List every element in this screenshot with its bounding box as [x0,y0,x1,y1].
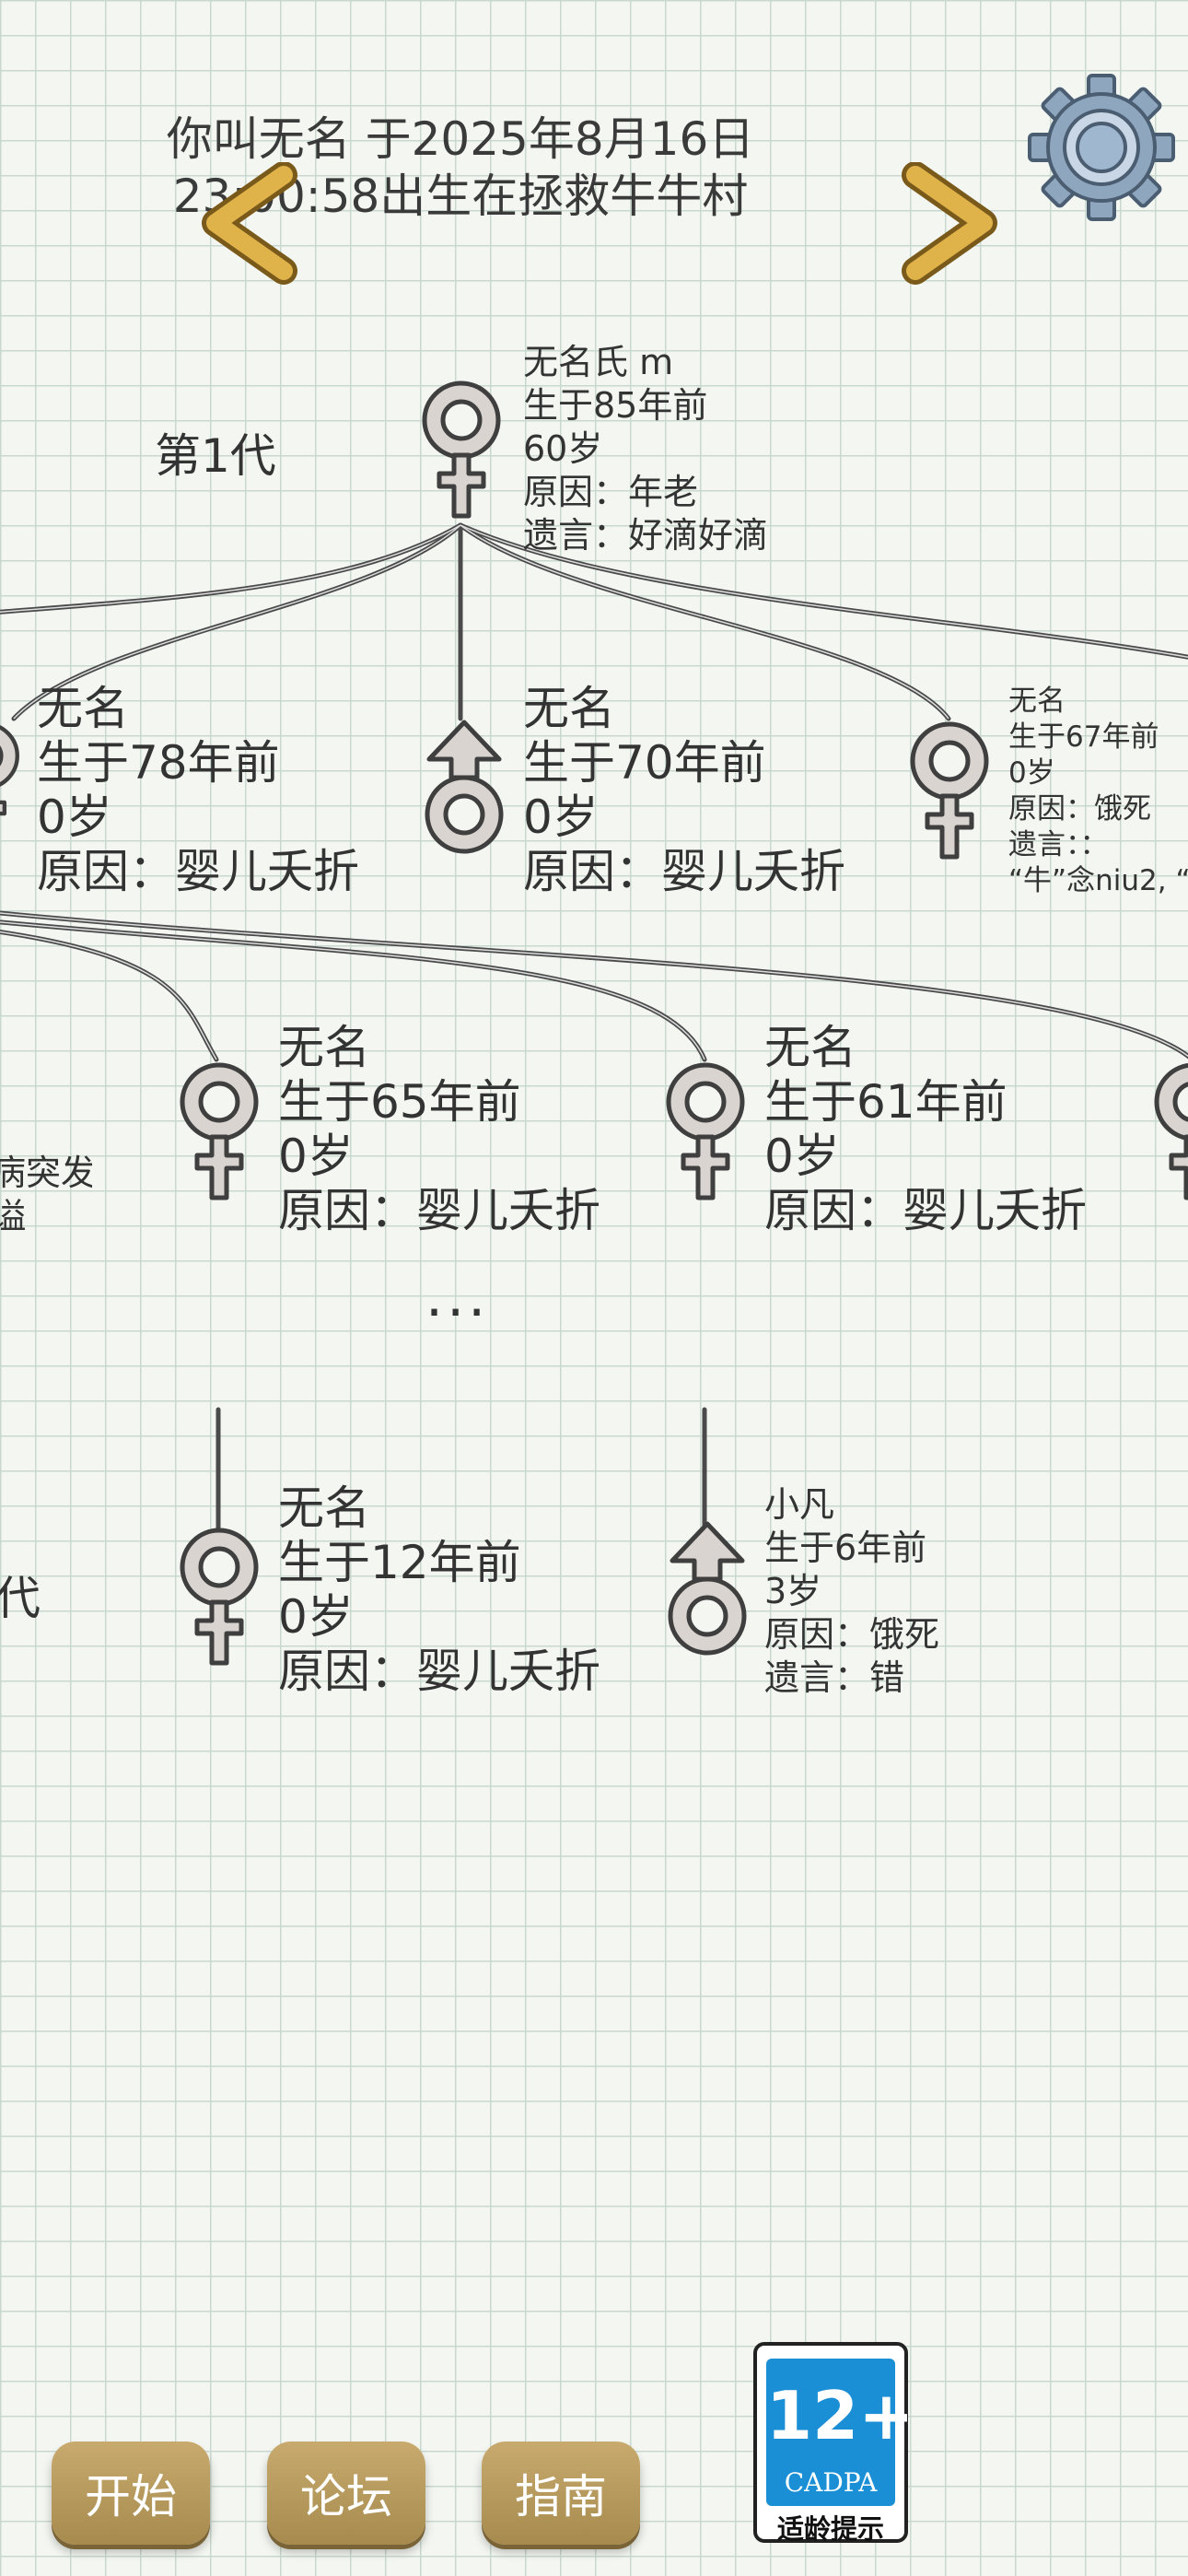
female-symbol-icon[interactable] [1151,1060,1188,1207]
person-name: 无名 [278,1021,370,1074]
person-card: 无名 生于65年前 0岁 原因：婴儿夭折 [278,1021,600,1238]
person-reason: 原因：饿死 [764,1614,940,1655]
guide-button[interactable]: 指南 [482,2441,640,2545]
ellipsis: ··· [425,1281,490,1345]
person-card: 无名 生于67年前 0岁 原因：饿死 遗言：： “牛”念niu2, “ [1008,684,1188,899]
chevron-left-icon[interactable] [192,162,298,286]
person-name: 无名 [764,1021,856,1074]
age-rating-panel: 12+ CADPA [766,2359,914,2506]
person-last-words: 遗言：好滴好滴 [523,515,769,556]
person-name: 无名 [523,682,615,735]
male-symbol-icon[interactable] [665,1520,750,1658]
female-symbol-icon[interactable] [177,1060,262,1207]
person-card: 无名 生于70年前 0岁 原因：婴儿夭折 [523,682,845,899]
person-age: 0岁 [1008,756,1055,790]
ancestor-info: 无名氏 m 生于85年前 60岁 原因：年老 遗言：好滴好滴 [523,341,768,557]
person-age: 3岁 [764,1571,822,1611]
person-born: 生于78年前 [37,736,280,790]
person-reason: 原因：婴儿夭折 [278,1184,600,1237]
person-reason: 原因：婴儿夭折 [37,845,359,898]
cut-text: 病突发 谥 [0,1152,92,1238]
cut-text-line2: 谥 [0,1196,27,1236]
female-symbol-icon[interactable] [177,1525,262,1672]
start-button[interactable]: 开始 [52,2441,210,2545]
person-born: 生于61年前 [764,1075,1007,1129]
person-age: 0岁 [764,1130,840,1183]
person-age: 0岁 [278,1590,354,1644]
person-name: 小凡 [764,1484,835,1525]
person-card: 无名 生于61年前 0岁 原因：婴儿夭折 [764,1021,1087,1238]
cut-text-line1: 病突发 [0,1153,92,1193]
person-last-words: 遗言：： [1008,828,1109,861]
female-symbol-icon[interactable] [0,719,22,848]
gear-icon[interactable] [1026,72,1177,223]
person-born: 生于85年前 [523,385,708,426]
person-last-words: 遗言：错 [764,1657,905,1698]
female-symbol-icon[interactable] [419,378,504,525]
age-rating-badge: 12+ CADPA 适龄提示 [753,2342,914,2545]
person-born: 生于65年前 [278,1075,521,1129]
chevron-right-icon[interactable] [901,162,1007,286]
male-symbol-icon[interactable] [422,719,507,857]
person-name: 无名 [278,1481,370,1535]
person-born: 生于6年前 [764,1528,927,1568]
person-reason: 原因：婴儿夭折 [764,1184,1087,1237]
female-symbol-icon[interactable] [907,719,992,866]
person-born: 生于12年前 [278,1536,521,1589]
person-reason: 原因：婴儿夭折 [278,1645,600,1698]
age-rating-value: 12+ [766,2377,914,2454]
person-age: 0岁 [278,1130,354,1183]
person-age: 0岁 [37,790,112,844]
birth-info-line1: 你叫无名 于2025年8月16日 [166,112,755,166]
age-rating-org: CADPA [784,2467,878,2498]
person-name: 无名 [1008,685,1066,718]
person-born: 生于70年前 [523,736,766,790]
person-age: 0岁 [523,790,599,844]
person-name: 无名氏 m [523,342,674,382]
person-reason: 原因：饿死 [1008,792,1151,825]
person-name: 无名 [37,682,129,735]
person-last-words-cont: “牛”念niu2, “ [1008,864,1188,897]
person-card: 无名 生于78年前 0岁 原因：婴儿夭折 [37,682,359,899]
person-age: 60岁 [523,428,603,469]
age-rating-tip: 适龄提示 [776,2513,884,2545]
person-reason: 原因：婴儿夭折 [523,845,845,898]
person-born: 生于67年前 [1008,720,1159,754]
person-reason: 原因：年老 [523,472,699,512]
generation-label-partial: 代 [0,1572,41,1625]
generation-label: 第1代 [155,429,276,483]
person-card: 无名 生于12年前 0岁 原因：婴儿夭折 [278,1481,600,1699]
person-card: 小凡 生于6年前 3岁 原因：饿死 遗言：错 [764,1483,939,1700]
forum-button[interactable]: 论坛 [267,2441,425,2545]
female-symbol-icon[interactable] [663,1060,748,1207]
